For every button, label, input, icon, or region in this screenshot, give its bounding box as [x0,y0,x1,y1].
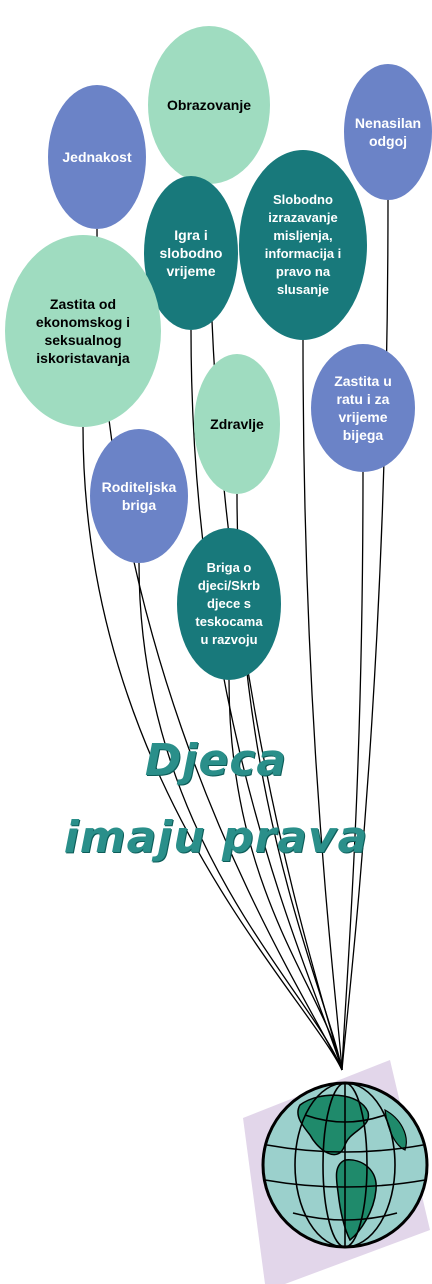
balloon-label-zastita-u-ratu: Zastita u ratu i za vrijeme bijega [334,373,392,443]
balloon-briga-o-djeci [177,528,281,680]
string-zastita-od-iskoristavanja [82,426,343,1071]
balloon-zdravlje [194,354,280,494]
string-slobodno-izrazavanje [302,339,343,1071]
balloon-label-zdravlje: Zdravlje [210,416,264,432]
balloon-label-zastita-od-iskoristavanja: Zastita od ekonomskog i seksualnog iskor… [35,296,131,366]
balloon-jednakost [48,85,146,229]
balloon-igra [144,176,238,330]
balloon-label-obrazovanje: Obrazovanje [166,97,252,113]
title-line-2: imaju prava [63,812,369,863]
string-zastita-u-ratu [341,471,364,1071]
balloon-zastita-od-iskoristavanja [5,235,161,427]
title-line-1: Djeca [144,735,288,786]
balloon-slobodno-izrazavanje [239,150,367,340]
globe-icon [243,1060,430,1284]
balloon-label-briga-o-djeci: Briga o djeci/Skrb djece s teskocama u r… [195,560,263,647]
balloon-label-jednakost: Jednakost [62,149,132,165]
string-briga-o-djeci [228,679,343,1071]
balloon-label-roditeljska-briga: Roditeljska briga [101,479,177,513]
balloon-nenasilan-odgoj [344,64,432,200]
balloon-zastita-u-ratu [311,344,415,472]
string-roditeljska-briga [138,562,343,1071]
balloon-label-igra: Igra i slobodno vrijeme [159,227,223,279]
balloons [5,26,432,680]
balloon-label-slobodno-izrazavanje: Slobodno izrazavanje misljenja, informac… [264,192,342,297]
balloon-label-nenasilan-odgoj: Nenasilan odgoj [354,115,422,149]
balloon-obrazovanje [148,26,270,184]
balloon-roditeljska-briga [90,429,188,563]
